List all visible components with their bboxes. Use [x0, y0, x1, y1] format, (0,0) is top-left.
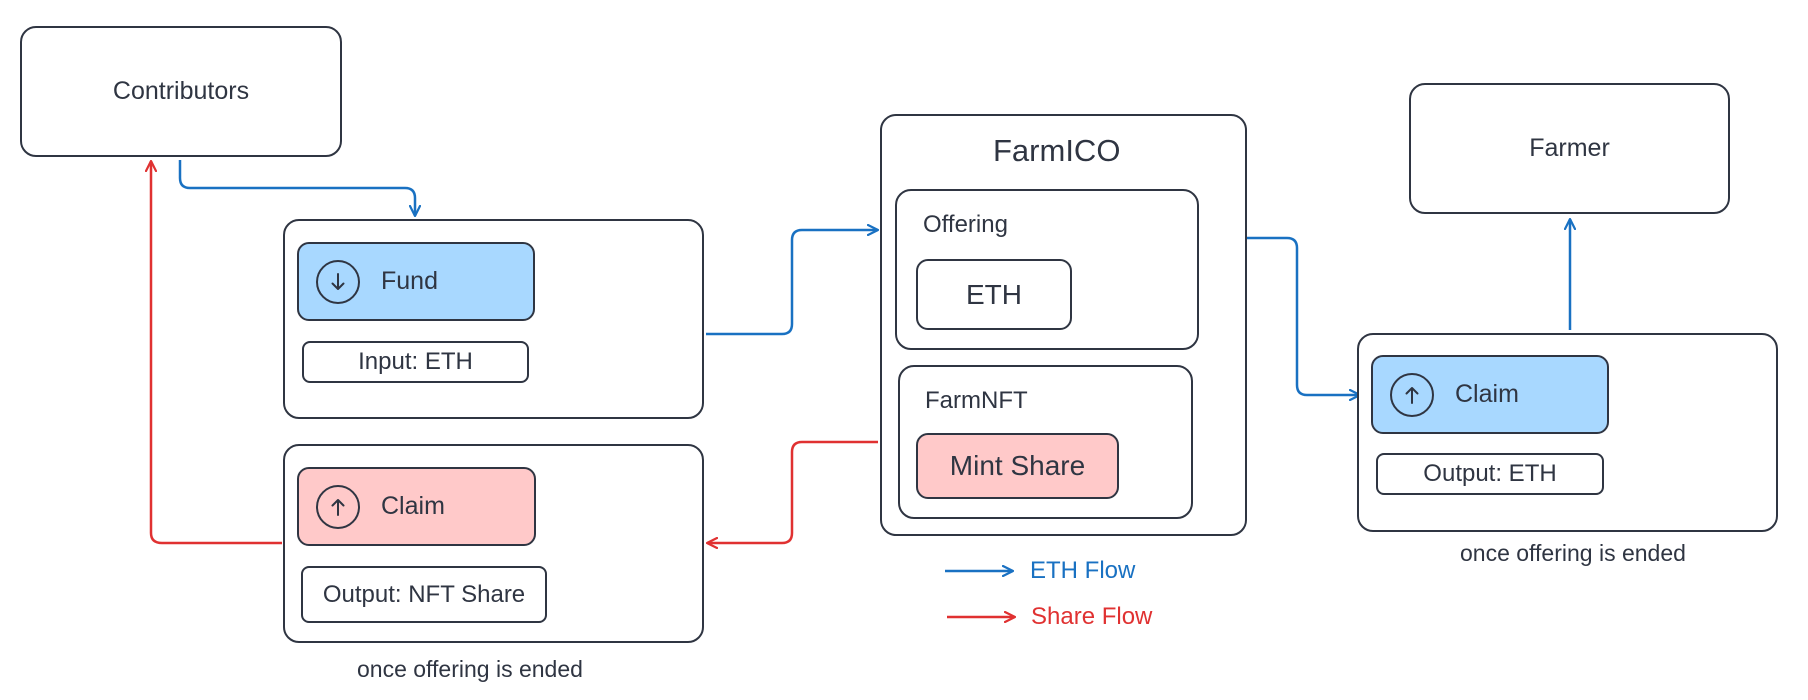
legend-share-flow-label: Share Flow [1031, 603, 1153, 630]
claim-eth-note: once offering is ended [1460, 540, 1686, 566]
claim-eth-button-label: Claim [1455, 380, 1519, 408]
fund-input-field: Input: ETH [302, 341, 529, 383]
claim-share-note: once offering is ended [357, 656, 583, 682]
arrow-up-icon [316, 484, 360, 529]
contributors-node: Contributors [20, 26, 342, 157]
claim-share-output-field: Output: NFT Share [301, 566, 547, 623]
claim-share-button[interactable]: Claim [297, 467, 536, 546]
mint-share-label: Mint Share [949, 450, 1086, 481]
eth-flow-fund-to-offering [706, 230, 878, 336]
contributors-label: Contributors [112, 77, 250, 105]
mint-share-button[interactable]: Mint Share [916, 433, 1119, 499]
legend-eth-flow-label: ETH Flow [1030, 557, 1136, 584]
farmer-node: Farmer [1409, 83, 1730, 214]
claim-eth-button[interactable]: Claim [1371, 355, 1609, 434]
farmico-title: FarmICO [993, 133, 1121, 168]
eth-flow-contributors-to-fund [178, 160, 415, 216]
claim-eth-output-field: Output: ETH [1376, 453, 1604, 495]
farmer-label: Farmer [1529, 134, 1610, 162]
claim-share-button-label: Claim [381, 492, 445, 520]
offering-title: Offering [923, 211, 1008, 238]
share-flow-farmnft-to-claim [707, 440, 878, 543]
fund-button-label: Fund [381, 267, 438, 295]
offering-token-eth: ETH [916, 259, 1072, 330]
arrow-up-icon [1390, 372, 1434, 417]
arrow-down-icon [316, 259, 360, 304]
eth-flow-offering-to-claim [1200, 236, 1360, 395]
share-flow-claim-to-contributors [151, 161, 282, 545]
farmnft-title: FarmNFT [925, 387, 1028, 414]
fund-button[interactable]: Fund [297, 242, 535, 321]
